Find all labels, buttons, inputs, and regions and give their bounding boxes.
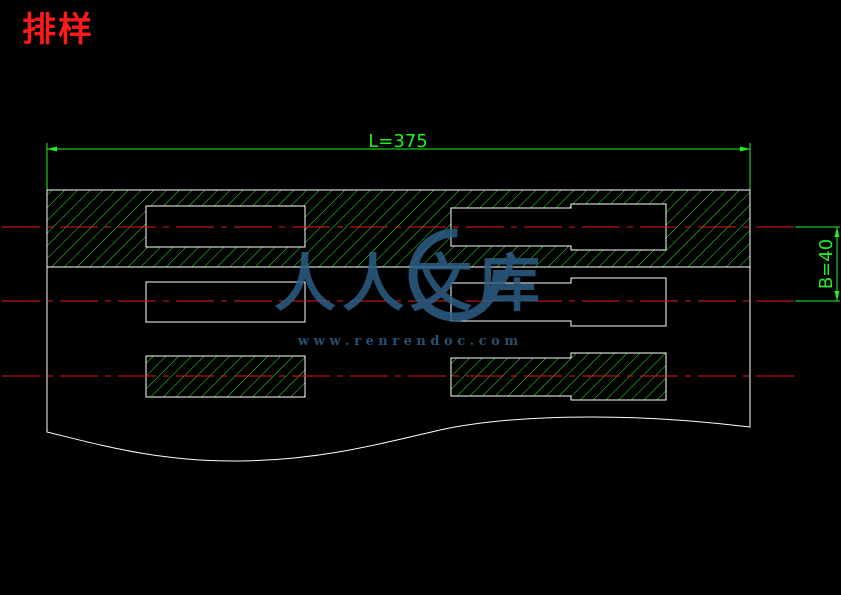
row-2-right-slot bbox=[450, 277, 667, 327]
watermark-url: w w w . r e n r e n d o c . c o m bbox=[297, 334, 518, 349]
watermark-brand: 人人文库 bbox=[274, 247, 546, 320]
width-arrow-bottom bbox=[834, 291, 840, 301]
length-arrow-left bbox=[47, 146, 57, 152]
watermark: 人人文库 w w w . r e n r e n d o c . c o m bbox=[274, 228, 546, 349]
strip-outline bbox=[46, 190, 751, 462]
row-2-left-slot bbox=[145, 281, 306, 323]
row-2-parts bbox=[145, 277, 667, 327]
length-arrow-right bbox=[740, 146, 750, 152]
page-title: 排样 bbox=[22, 10, 94, 50]
length-dimension: L=375 bbox=[46, 131, 751, 190]
center-lines bbox=[2, 226, 795, 377]
width-label: B=40 bbox=[816, 239, 837, 289]
watermark-logo-ring bbox=[408, 228, 502, 322]
length-label: L=375 bbox=[368, 131, 427, 152]
width-arrow-top bbox=[834, 227, 840, 237]
width-dimension: B=40 bbox=[795, 226, 840, 302]
